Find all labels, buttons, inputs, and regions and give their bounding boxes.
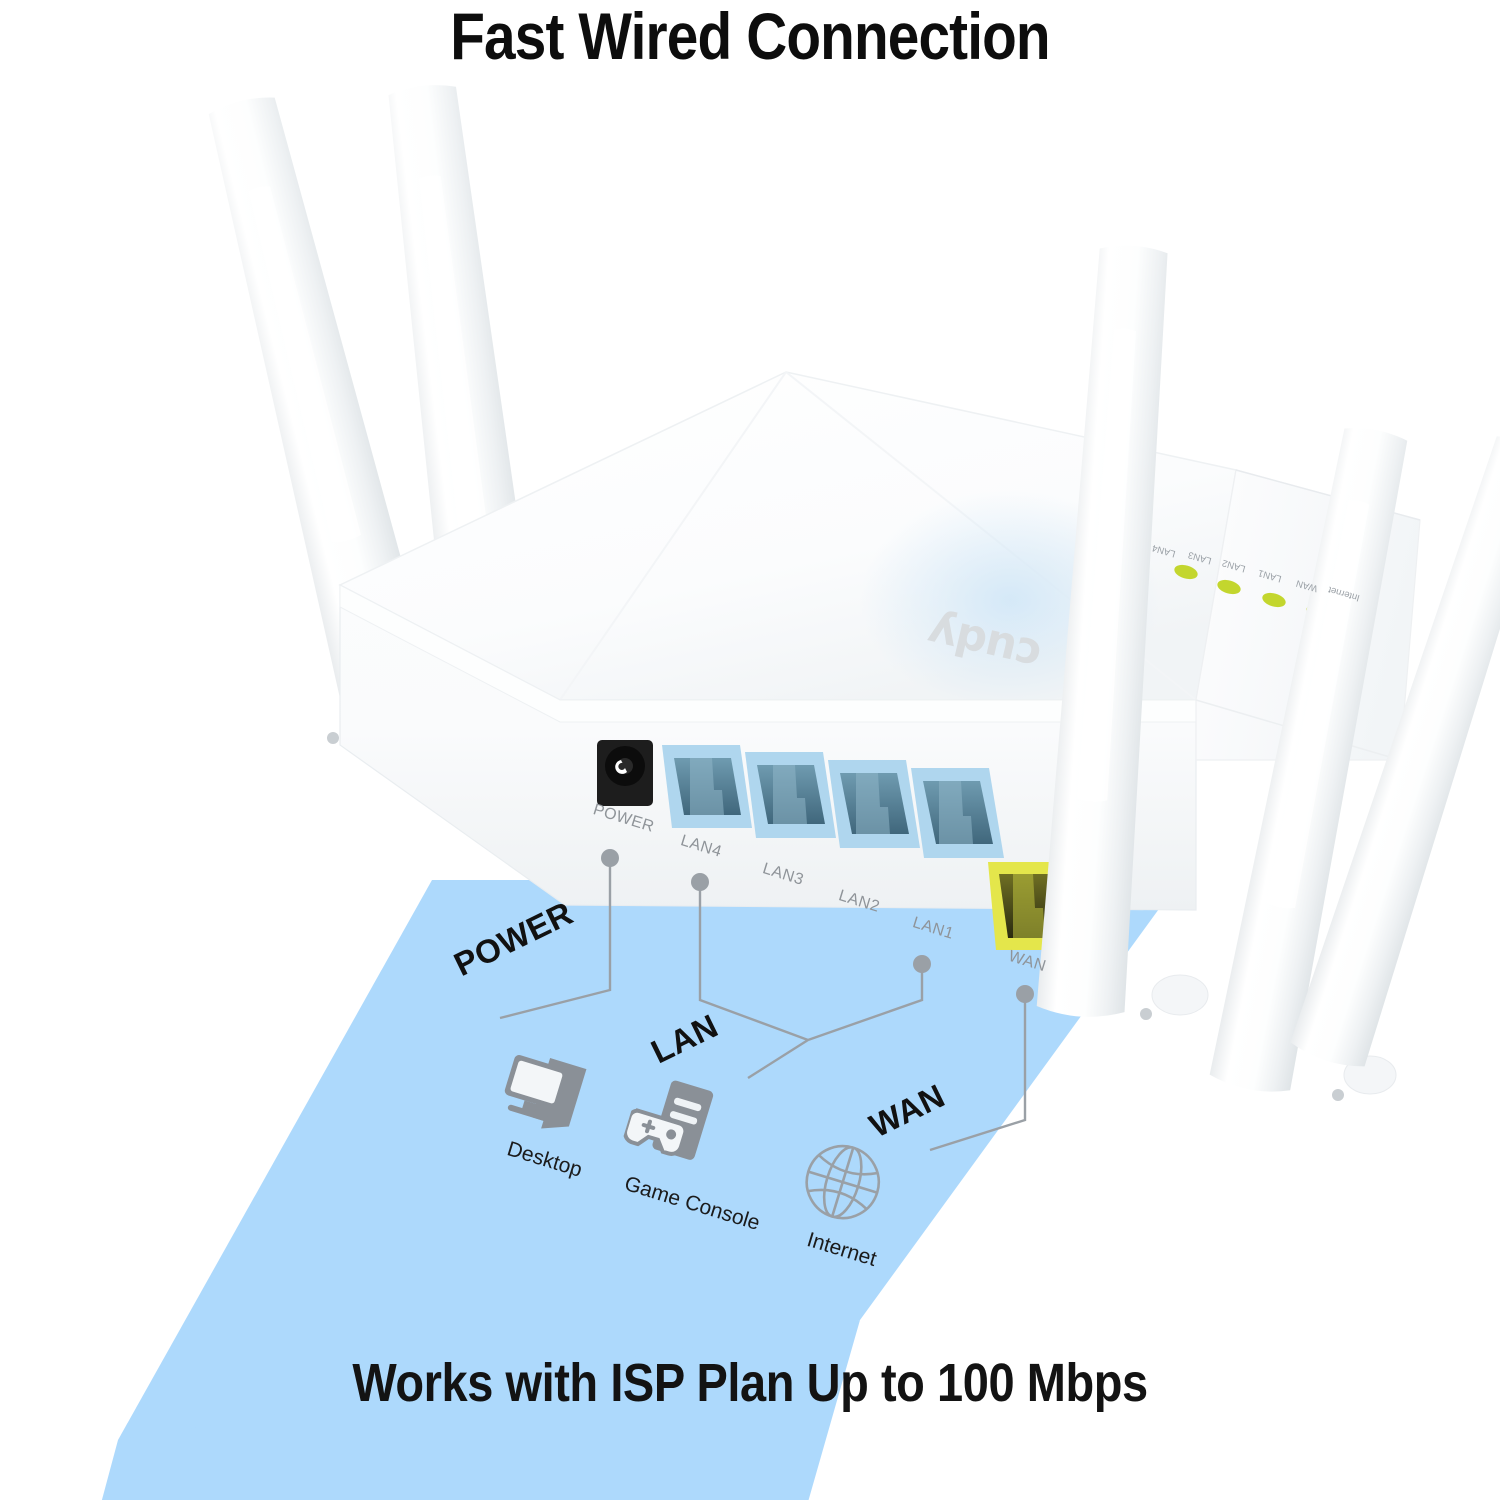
lan-port-group	[662, 745, 1004, 858]
led-indicator	[1174, 564, 1198, 580]
tagline: Works with ISP Plan Up to 100 Mbps	[352, 1353, 1148, 1413]
power-jack-port	[597, 740, 653, 806]
lan-port-1	[911, 768, 1004, 858]
lan-port-4	[662, 745, 752, 828]
antenna-group-right	[1036, 245, 1500, 1101]
lan-port-3	[745, 752, 836, 838]
desktop-computer-icon	[486, 1039, 602, 1159]
router-device	[208, 85, 1500, 1101]
game-console-icon	[615, 1067, 733, 1190]
page-title: Fast Wired Connection	[450, 0, 1050, 73]
led-indicator	[1217, 579, 1241, 595]
led-indicator	[1262, 592, 1286, 608]
antenna	[1290, 436, 1500, 1067]
lan-port-2	[828, 760, 920, 848]
banner-shape-lower	[101, 1320, 860, 1500]
globe-icon	[786, 1127, 897, 1242]
